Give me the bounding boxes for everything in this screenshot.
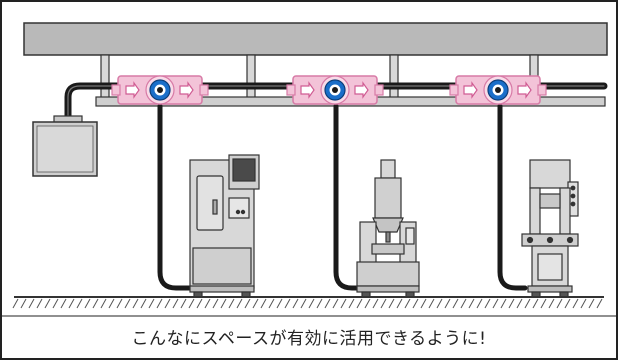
cable-unit-3: [449, 75, 547, 105]
floor-hatch-line: [92, 298, 99, 309]
cable-unit-2: [286, 75, 384, 105]
hub-icon: [145, 75, 175, 105]
machine-drill: [356, 159, 420, 298]
floor-hatch-line: [452, 298, 459, 309]
floor-hatch-line: [100, 298, 107, 309]
floor-hatch-line: [12, 298, 19, 309]
floor-hatch-line: [140, 298, 147, 309]
floor-hatch-line: [580, 298, 587, 309]
floor-hatch-line: [132, 298, 139, 309]
floor-hatch-line: [44, 298, 51, 309]
floor-hatch-line: [364, 298, 371, 309]
floor-hatch-line: [220, 298, 227, 309]
floor-hatch-line: [436, 298, 443, 309]
drop-cables: [157, 103, 528, 291]
floor-hatch-line: [148, 298, 155, 309]
arrow-right-icon: [300, 81, 315, 99]
trunk-cable: [64, 82, 608, 122]
floor-hatch-line: [180, 298, 187, 309]
floor-hatch-line: [372, 298, 379, 309]
floor-hatch-line: [428, 298, 435, 309]
floor-hatch-line: [196, 298, 203, 309]
floor-hatch-line: [28, 298, 35, 309]
cable-unit-1: [111, 75, 209, 105]
floor-hatch-line: [324, 298, 331, 309]
machine-press: [521, 159, 579, 298]
floor-hatch-line: [484, 298, 491, 309]
floor-hatch-line: [516, 298, 523, 309]
control-box: [32, 115, 98, 177]
floor-hatch-line: [124, 298, 131, 309]
floor-hatch-line: [20, 298, 27, 309]
floor-hatch-line: [228, 298, 235, 309]
arrow-right-icon: [125, 81, 140, 99]
floor-hatch-line: [492, 298, 499, 309]
floor-hatch-line: [412, 298, 419, 309]
hub-icon: [320, 75, 350, 105]
floor-hatch-line: [508, 298, 515, 309]
floor-hatch-line: [348, 298, 355, 309]
floor-hatch-line: [252, 298, 259, 309]
floor-hatch-line: [388, 298, 395, 309]
caption-text: こんなにスペースが有効に活用できるように!: [131, 328, 487, 349]
floor-hatch-line: [332, 298, 339, 309]
floor-hatch-line: [68, 298, 75, 309]
floor-hatch-line: [52, 298, 59, 309]
floor-hatch-line: [268, 298, 275, 309]
floor-hatch-line: [596, 298, 603, 309]
floor-hatch-line: [236, 298, 243, 309]
floor-hatch-line: [444, 298, 451, 309]
arrow-right-icon: [517, 81, 532, 99]
floor-hatch-line: [156, 298, 163, 309]
arrow-right-icon: [179, 81, 194, 99]
floor-hatch-line: [500, 298, 507, 309]
arrow-right-icon: [354, 81, 369, 99]
floor-hatch-line: [276, 298, 283, 309]
floor-hatch-line: [36, 298, 43, 309]
floor-hatch-line: [460, 298, 467, 309]
floor-hatch-line: [556, 298, 563, 309]
floor-hatch-line: [564, 298, 571, 309]
floor-hatch-line: [308, 298, 315, 309]
floor-hatch-line: [316, 298, 323, 309]
floor-hatch-line: [212, 298, 219, 309]
floor-hatch-line: [84, 298, 91, 309]
ceiling-beam: [23, 22, 608, 56]
floor-hatch-line: [468, 298, 475, 309]
floor-hatch-line: [532, 298, 539, 309]
floor-hatch-line: [340, 298, 347, 309]
floor-hatch-line: [188, 298, 195, 309]
floor-hatch-line: [356, 298, 363, 309]
floor-hatch-line: [260, 298, 267, 309]
floor-hatch-line: [540, 298, 547, 309]
hub-icon: [483, 75, 513, 105]
floor-hatch-line: [116, 298, 123, 309]
floor-hatch-line: [380, 298, 387, 309]
floor-hatch-line: [172, 298, 179, 309]
floor-hatch-line: [108, 298, 115, 309]
floor-hatch-line: [396, 298, 403, 309]
floor-hatch-line: [404, 298, 411, 309]
floor-hatch-line: [588, 298, 595, 309]
machine-cabinet: [189, 154, 260, 298]
floor: [12, 296, 604, 309]
floor-hatch-line: [572, 298, 579, 309]
floor-hatch-line: [524, 298, 531, 309]
floor-hatch-line: [204, 298, 211, 309]
floor-hatch-line: [292, 298, 299, 309]
floor-hatch-line: [300, 298, 307, 309]
floor-hatch-line: [476, 298, 483, 309]
floor-hatch-line: [164, 298, 171, 309]
floor-hatch-line: [548, 298, 555, 309]
floor-hatch-line: [420, 298, 427, 309]
floor-hatch-line: [284, 298, 291, 309]
floor-hatch-line: [60, 298, 67, 309]
floor-hatch-line: [76, 298, 83, 309]
floor-hatch-line: [244, 298, 251, 309]
arrow-right-icon: [463, 81, 478, 99]
